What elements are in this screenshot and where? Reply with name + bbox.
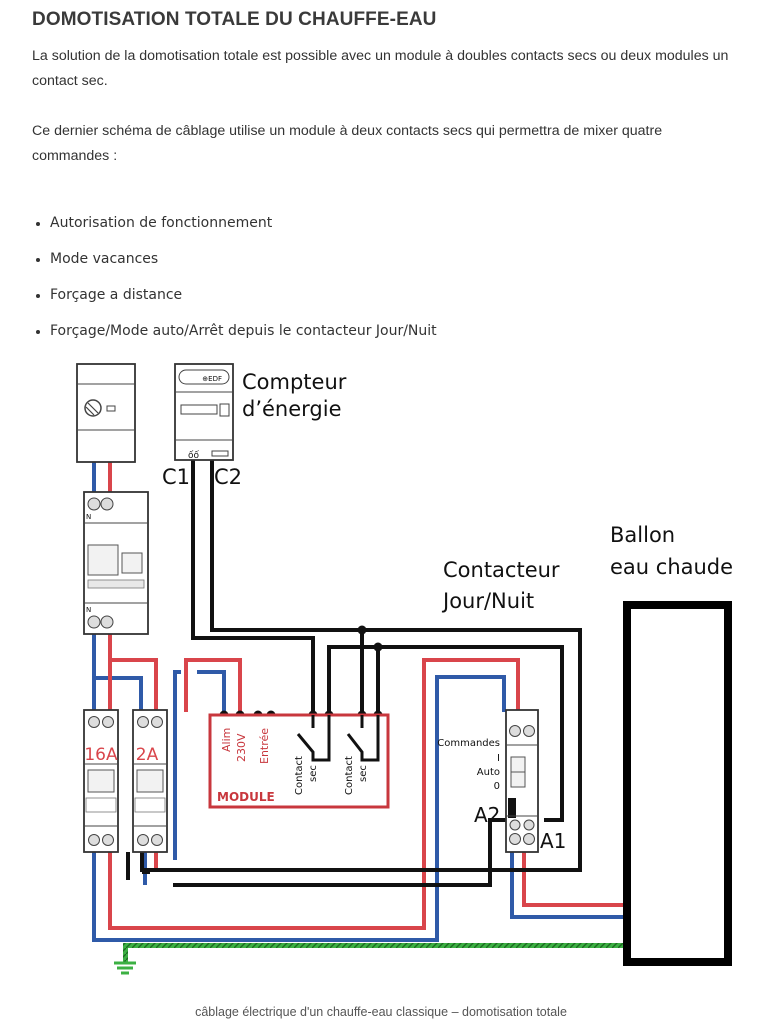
- neutral-marker: N: [86, 606, 91, 614]
- contact-2-label: Contact: [344, 756, 355, 795]
- ground-icon: [114, 961, 136, 975]
- main-switch: [76, 363, 136, 463]
- intro-paragraph: La solution de la domotisation totale es…: [32, 48, 729, 89]
- terminal-c1: C1: [162, 465, 190, 489]
- terminal-a1: A1: [540, 829, 566, 853]
- contactor-label-line1: Contacteur: [443, 558, 560, 582]
- breaker-2a: 2A: [132, 709, 168, 853]
- contactor-cmd-auto: Auto: [477, 767, 500, 778]
- earth-wire: [114, 943, 628, 975]
- module-title: MODULE: [217, 790, 275, 804]
- commands-list: Autorisation de fonctionnement Mode vaca…: [32, 205, 437, 349]
- differential-breaker: N N: [83, 491, 149, 635]
- list-item: Forçage/Mode auto/Arrêt depuis le contac…: [50, 313, 437, 349]
- module-box: Alim 230V Entrée MODULE Contact sec Cont…: [208, 713, 390, 809]
- wiring-paragraph: Ce dernier schéma de câblage utilise un …: [32, 123, 663, 164]
- list-item: Mode vacances: [50, 241, 437, 277]
- breaker-16a: 16A: [83, 709, 119, 853]
- day-night-contactor: [505, 709, 539, 853]
- phase-wires: [108, 462, 626, 930]
- neutral-marker: N: [86, 513, 91, 521]
- contactor-label-line2: Jour/Nuit: [441, 589, 534, 613]
- breaker-16a-label: 16A: [84, 745, 118, 765]
- contactor-commands-label: Commandes: [437, 738, 500, 749]
- contact-2-sublabel: sec: [358, 765, 369, 782]
- module-entree-label: Entrée: [258, 728, 271, 764]
- tank-label-line2: eau chaude: [610, 555, 733, 579]
- module-alim-label: Alim: [220, 728, 233, 752]
- list-item: Autorisation de fonctionnement: [50, 205, 437, 241]
- control-wires: [126, 455, 582, 887]
- contact-1-sublabel: sec: [308, 765, 319, 782]
- terminal-c2: C2: [214, 465, 242, 489]
- meter-brand: ⊕EDF: [202, 375, 222, 383]
- dry-contact-1: [296, 715, 331, 762]
- contactor-cmd-off: 0: [494, 781, 500, 792]
- article-title: DOMOTISATION TOTALE DU CHAUFFE-EAU: [32, 9, 437, 30]
- wiring-diagram: ⊕EDF ốố Compteur d’énergie C1 C2 N N 16A: [76, 363, 733, 975]
- figure-caption: câblage électrique d'un chauffe-eau clas…: [195, 1005, 567, 1019]
- contact-1-label: Contact: [294, 756, 305, 795]
- meter-label-line1: Compteur: [242, 370, 347, 394]
- meter-label-line2: d’énergie: [242, 397, 342, 421]
- tank-label-line1: Ballon: [610, 523, 675, 547]
- svg-text:ốố: ốố: [188, 450, 200, 461]
- module-230v-label: 230V: [235, 733, 248, 762]
- energy-meter: ⊕EDF ốố: [174, 363, 234, 461]
- contactor-cmd-on: I: [497, 753, 500, 764]
- dry-contact-2: [346, 715, 380, 762]
- water-heater-tank: [623, 601, 732, 966]
- list-item: Forçage a distance: [50, 277, 437, 313]
- breaker-2a-label: 2A: [136, 745, 159, 765]
- terminal-a2: A2: [474, 803, 500, 827]
